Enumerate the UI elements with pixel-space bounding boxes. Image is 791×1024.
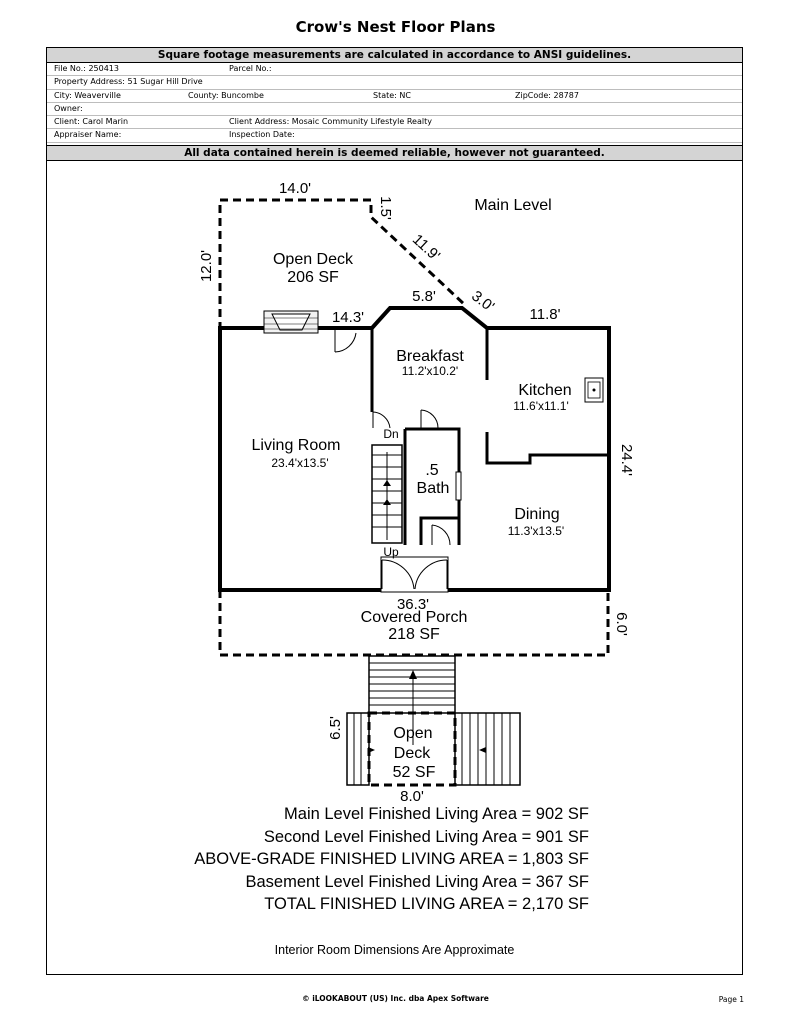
ansi-notice: Square footage measurements are calculat… [47, 48, 742, 63]
upper-deck-outline [218, 198, 467, 330]
dining-dim: 11.3'x13.5' [508, 524, 564, 538]
bath-label: .5 [425, 462, 438, 479]
county: County: Buncombe [188, 90, 264, 100]
dim-house-right: 24.4' [618, 444, 635, 476]
kitchen-dim: 11.6'x11.1' [513, 399, 569, 413]
dim-bay-top: 5.8' [412, 288, 436, 305]
report-frame: Square footage measurements are calculat… [46, 47, 743, 975]
lower-deck-label: Deck [394, 745, 431, 762]
porch-outline [218, 590, 610, 657]
living-room-dim: 23.4'x13.5' [271, 456, 328, 470]
level-label: Main Level [474, 197, 551, 214]
porch-label: Covered Porch [361, 609, 468, 626]
staircase [371, 444, 403, 544]
file-no: File No.: 250413 [54, 64, 119, 73]
info-row: Property Address: 51 Sugar Hill Drive [47, 76, 742, 90]
breakfast-dim: 11.2'x10.2' [402, 364, 458, 378]
area-summary: Main Level Finished Living Area = 902 SF… [194, 803, 589, 916]
living-room-label: Living Room [252, 437, 341, 454]
info-row: Appraiser Name: Inspection Date: [47, 129, 742, 143]
summary-line: Basement Level Finished Living Area = 36… [245, 872, 590, 891]
client: Client: Carol Marin [54, 117, 129, 127]
fireplace-icon [263, 310, 319, 334]
exterior-walls [218, 306, 611, 592]
zipcode: ZipCode: 28787 [515, 90, 579, 100]
footer-copyright: © iLOOKABOUT (US) Inc. dba Apex Software [302, 994, 489, 1003]
dim-deck-diag: 11.9' [409, 231, 443, 265]
page-number: Page 1 [718, 995, 744, 1004]
front-stairs [368, 655, 456, 745]
breakfast-label: Breakfast [396, 348, 464, 365]
parcel-no: Parcel No.: [229, 64, 272, 73]
open-deck-label: Open Deck [273, 251, 354, 268]
kitchen-label: Kitchen [518, 382, 571, 399]
dim-lower-deck-bottom: 8.0' [400, 788, 424, 805]
property-info-table: File No.: 250413 Parcel No.: Property Ad… [47, 63, 742, 143]
dim-house-bottom: 36.3' [397, 596, 429, 613]
appraiser-name: Appraiser Name: [54, 130, 122, 140]
reliability-notice: All data contained herein is deemed reli… [47, 145, 742, 161]
dim-lower-deck-side: 6.5' [327, 716, 344, 740]
dim-deck-short: 1.5' [377, 196, 394, 220]
summary-line: TOTAL FINISHED LIVING AREA = 2,170 SF [264, 895, 589, 914]
lower-deck-label: Open [393, 725, 432, 742]
state: State: NC [373, 90, 411, 100]
dim-deck-side: 12.0' [198, 250, 215, 282]
open-deck-area: 206 SF [287, 269, 339, 286]
bath-label: Bath [417, 480, 450, 497]
page-title: Crow's Nest Floor Plans [295, 18, 496, 36]
dim-bay-right: 3.0' [468, 287, 497, 315]
summary-line: ABOVE-GRADE FINISHED LIVING AREA = 1,803… [194, 850, 589, 869]
stair-down-label: Dn [383, 427, 398, 441]
dim-wall-left: 14.3' [332, 309, 364, 326]
dim-deck-top: 14.0' [279, 180, 311, 197]
dimension-note: Interior Room Dimensions Are Approximate [274, 943, 515, 957]
dim-wall-right: 11.8' [530, 306, 561, 323]
inspection-date: Inspection Date: [229, 130, 295, 140]
porch-area: 218 SF [388, 626, 440, 643]
side-stairs-right [454, 712, 521, 786]
info-row: City: Weaverville County: Buncombe State… [47, 90, 742, 103]
lower-deck-area: 52 SF [393, 764, 436, 781]
property-address: Property Address: 51 Sugar Hill Drive [54, 77, 203, 87]
deck-door-icon [334, 330, 357, 353]
sink-icon [584, 377, 604, 403]
info-row: File No.: 250413 Parcel No.: [47, 63, 742, 77]
info-row: Owner: [47, 103, 742, 117]
client-address: Client Address: Mosaic Community Lifesty… [229, 117, 432, 127]
info-row: Client: Carol Marin Client Address: Mosa… [47, 116, 742, 130]
city: City: Weaverville [54, 90, 121, 100]
closet-doors [372, 409, 462, 546]
side-stairs-left [346, 712, 375, 786]
summary-line: Main Level Finished Living Area = 902 SF [284, 805, 589, 823]
interior-walls [370, 328, 609, 545]
stair-up-label: Up [383, 545, 399, 559]
dining-label: Dining [514, 506, 559, 523]
owner: Owner: [54, 103, 83, 113]
summary-line: Second Level Finished Living Area = 901 … [263, 827, 589, 846]
front-door-icon [380, 556, 449, 593]
dim-porch-side: 6.0' [613, 612, 630, 636]
